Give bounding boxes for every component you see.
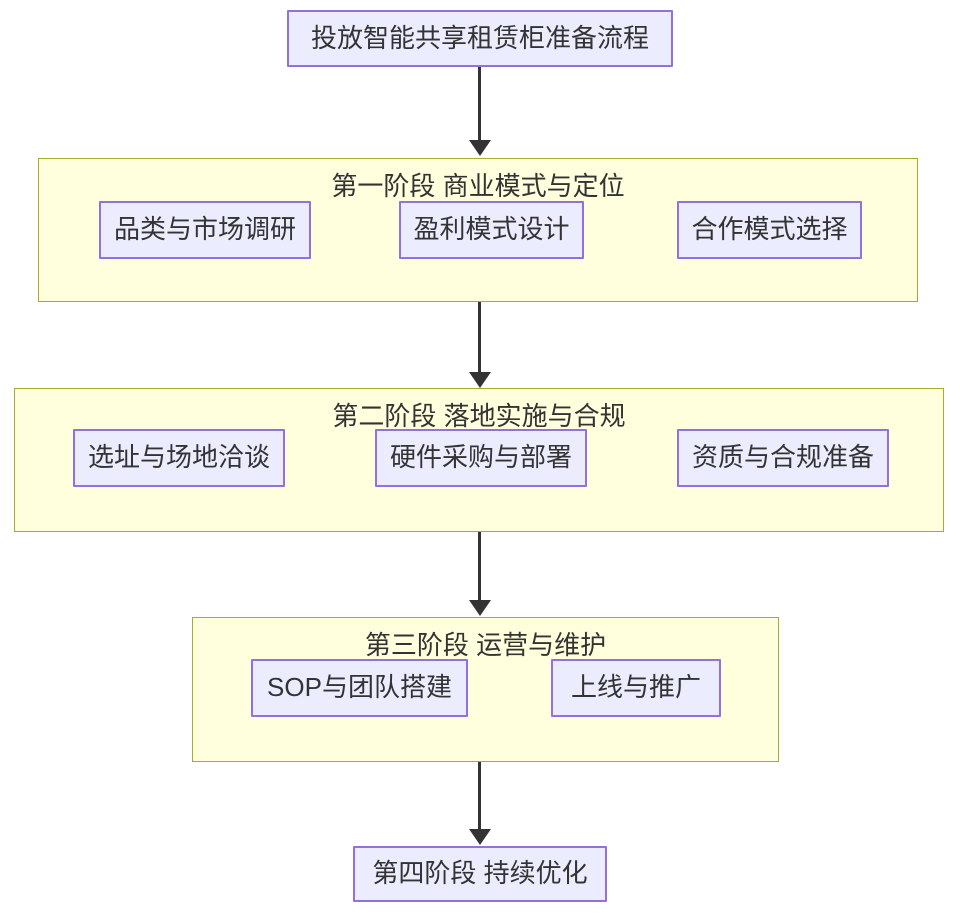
stage1-item-cooperation-model: 合作模式选择 xyxy=(677,201,862,259)
stage1-cluster: 第一阶段 商业模式与定位 品类与市场调研 盈利模式设计 合作模式选择 xyxy=(38,158,918,302)
stage1-item-market-research: 品类与市场调研 xyxy=(99,201,311,259)
stage1-item-profit-model: 盈利模式设计 xyxy=(399,201,584,259)
stage2-item-compliance-preparation: 资质与合规准备 xyxy=(677,429,889,487)
flow-arrow-3 xyxy=(478,532,481,601)
stage2-title: 第二阶段 落地实施与合规 xyxy=(332,401,626,431)
stage2-item-site-selection: 选址与场地洽谈 xyxy=(73,429,285,487)
node-end-continuous-optimization: 第四阶段 持续优化 xyxy=(353,846,607,902)
stage3-title: 第三阶段 运营与维护 xyxy=(364,630,607,660)
stage3-item-sop-team: SOP与团队搭建 xyxy=(251,659,468,717)
stage3-item-launch-promotion: 上线与推广 xyxy=(551,659,721,717)
stage2-cluster: 第二阶段 落地实施与合规 选址与场地洽谈 硬件采购与部署 资质与合规准备 xyxy=(14,388,944,532)
stage3-cluster: 第三阶段 运营与维护 SOP与团队搭建 上线与推广 xyxy=(192,617,779,762)
flow-arrow-2 xyxy=(478,302,481,373)
stage2-item-hardware-deployment: 硬件采购与部署 xyxy=(375,429,587,487)
flow-arrow-4 xyxy=(478,762,481,830)
stage1-title: 第一阶段 商业模式与定位 xyxy=(331,171,625,201)
flow-arrow-1 xyxy=(478,67,481,141)
node-start-prepare-process: 投放智能共享租赁柜准备流程 xyxy=(287,10,673,67)
